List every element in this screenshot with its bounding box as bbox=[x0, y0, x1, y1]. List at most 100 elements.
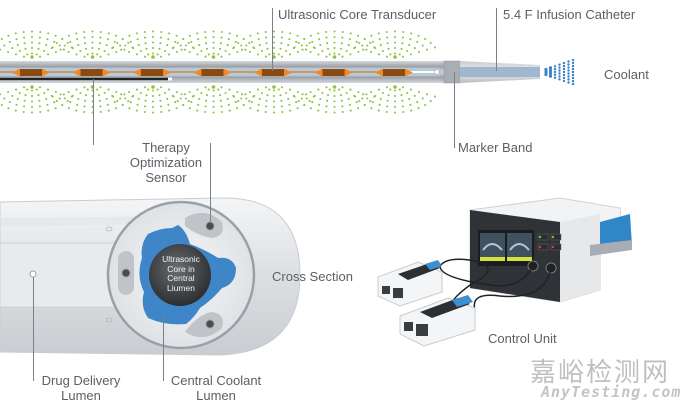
handpiece-module-2 bbox=[399, 295, 476, 347]
wave-dot bbox=[158, 47, 161, 50]
wave-dot bbox=[358, 41, 361, 44]
wave-dot bbox=[112, 46, 115, 49]
wave-dot bbox=[328, 53, 331, 56]
wave-origin-dot bbox=[151, 85, 155, 89]
wave-dot bbox=[237, 100, 240, 103]
wave-dot bbox=[46, 88, 50, 91]
wave-dot bbox=[417, 90, 420, 94]
core-tip bbox=[434, 69, 440, 75]
wave-dot bbox=[288, 38, 291, 41]
wave-dot bbox=[22, 86, 26, 89]
wave-dot bbox=[0, 48, 2, 51]
wave-dot bbox=[385, 30, 388, 34]
wave-dot bbox=[24, 47, 27, 50]
wave-dot bbox=[166, 97, 169, 100]
wave-dot bbox=[15, 103, 18, 106]
wave-dot bbox=[168, 32, 171, 35]
ultrasound-wave-emitter bbox=[51, 30, 134, 114]
wave-dot bbox=[212, 41, 215, 44]
wave-dot bbox=[38, 105, 41, 108]
wave-dot bbox=[143, 55, 147, 58]
transducer-body bbox=[322, 69, 345, 76]
coolant-dot bbox=[553, 65, 557, 68]
coolant-dot bbox=[544, 72, 548, 77]
wave-dot bbox=[196, 53, 199, 56]
wave-dot bbox=[401, 99, 404, 102]
wave-dot bbox=[289, 32, 292, 35]
transducer-cap bbox=[72, 68, 81, 77]
wave-dot bbox=[277, 53, 280, 56]
transducer-element bbox=[193, 68, 232, 77]
wave-dot bbox=[128, 34, 131, 37]
transducer-cap bbox=[375, 68, 383, 77]
transducer-cap bbox=[405, 68, 413, 77]
wave-dot bbox=[425, 48, 428, 51]
wave-dot bbox=[296, 90, 299, 94]
wave-dot bbox=[406, 49, 409, 53]
wave-dot bbox=[401, 42, 404, 45]
wave-dot bbox=[84, 94, 88, 97]
wave-dot bbox=[0, 103, 3, 107]
wave-dot bbox=[84, 42, 87, 45]
wave-dot bbox=[158, 94, 161, 97]
wave-dot bbox=[200, 91, 203, 95]
wave-dot bbox=[0, 93, 2, 96]
wave-dot bbox=[175, 34, 178, 37]
watermark-en: AnyTesting.com bbox=[541, 383, 680, 401]
wave-dot bbox=[425, 93, 428, 96]
wave-dot bbox=[248, 100, 251, 103]
coolant-dot bbox=[567, 81, 570, 84]
wave-dot bbox=[347, 97, 350, 100]
wave-origin-dot bbox=[30, 85, 34, 89]
wave-dot bbox=[7, 50, 10, 54]
wave-dot bbox=[226, 97, 229, 100]
wave-dot bbox=[121, 103, 124, 107]
wave-dot bbox=[69, 101, 72, 104]
sensor-port-bottom bbox=[205, 319, 215, 329]
wave-dot bbox=[281, 30, 284, 34]
wave-dot bbox=[38, 86, 42, 89]
wave-dot bbox=[362, 48, 365, 51]
wave-dot bbox=[220, 86, 223, 89]
wave-dot bbox=[62, 93, 65, 96]
wave-dot bbox=[348, 103, 351, 106]
wave-dot bbox=[272, 35, 276, 39]
wave-dot bbox=[333, 100, 336, 103]
wave-dot bbox=[156, 88, 159, 91]
coolant-dot bbox=[562, 76, 566, 80]
wave-dot bbox=[91, 30, 94, 33]
wave-dot bbox=[39, 110, 42, 114]
sensor-wire-end bbox=[168, 77, 172, 81]
wave-dot bbox=[357, 107, 360, 110]
coolant-dot bbox=[553, 70, 557, 74]
wave-dot bbox=[198, 97, 201, 100]
wave-dot bbox=[272, 111, 276, 114]
leader-catheter bbox=[496, 8, 497, 71]
wave-dot bbox=[371, 101, 374, 104]
transducer-cap bbox=[344, 68, 353, 77]
wave-origin-dot bbox=[151, 55, 155, 59]
wave-dot bbox=[151, 89, 155, 92]
wave-dot bbox=[121, 37, 124, 41]
wave-origin-dot bbox=[272, 85, 276, 89]
wave-dot bbox=[233, 46, 236, 49]
wave-dot bbox=[265, 99, 268, 102]
wave-dot bbox=[176, 41, 179, 44]
wave-dot bbox=[99, 30, 102, 34]
wave-dot bbox=[321, 91, 324, 95]
wave-dot bbox=[119, 97, 122, 100]
wave-dot bbox=[318, 103, 321, 106]
wave-dot bbox=[401, 55, 405, 58]
wave-dot bbox=[325, 105, 328, 108]
wave-dot bbox=[79, 49, 82, 53]
wave-dot bbox=[84, 47, 88, 50]
wave-dot bbox=[305, 44, 308, 47]
wave-dot bbox=[326, 99, 329, 102]
wave-dot bbox=[333, 94, 336, 98]
wave-dot bbox=[393, 41, 397, 44]
wave-dot bbox=[205, 47, 209, 50]
wave-dot bbox=[233, 95, 236, 98]
wave-dot bbox=[174, 40, 177, 43]
wave-dot bbox=[341, 30, 344, 34]
coolant-dot bbox=[558, 69, 561, 72]
